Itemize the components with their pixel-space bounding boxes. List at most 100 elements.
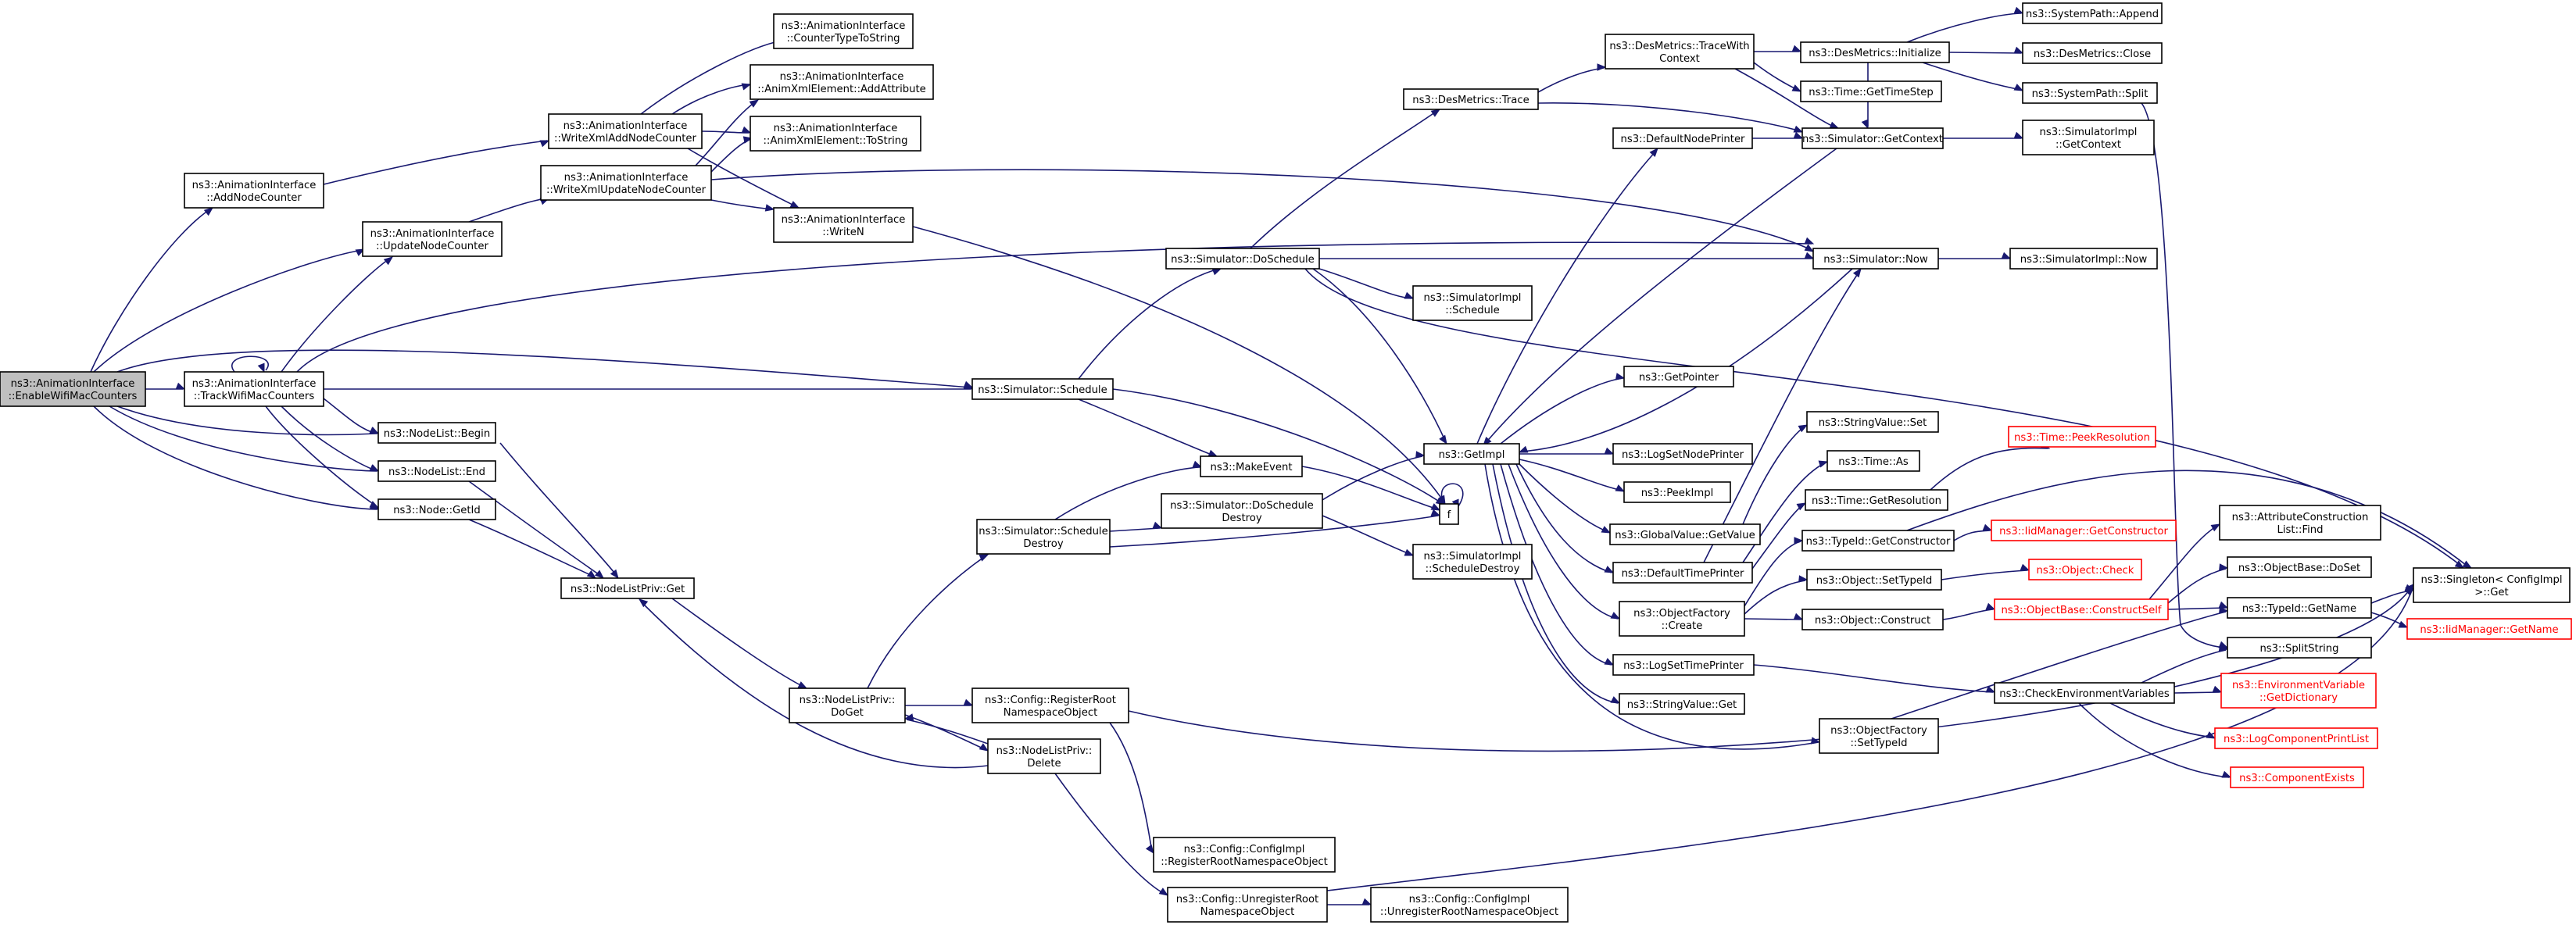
graph-node-systemPathAppend[interactable]: ns3::SystemPath::Append <box>2022 2 2163 24</box>
graph-node-defaultNodePrinter[interactable]: ns3::DefaultNodePrinter <box>1612 127 1753 149</box>
arrowhead <box>789 201 800 209</box>
graph-node-timeAs[interactable]: ns3::Time::As <box>1826 450 1920 472</box>
graph-node-writeXmlAdd[interactable]: ns3::AnimationInterface::WriteXmlAddNode… <box>548 113 703 149</box>
graph-node-configImplRegister[interactable]: ns3::Config::ConfigImpl::RegisterRootNam… <box>1153 837 1336 873</box>
edge-line <box>1508 463 1619 620</box>
graph-node-getImpl[interactable]: ns3::GetImpl <box>1423 443 1520 465</box>
graph-node-toString[interactable]: ns3::AnimationInterface::AnimXmlElement:… <box>750 116 921 152</box>
graph-node-simNow[interactable]: ns3::Simulator::Now <box>1812 248 1939 270</box>
graph-node-iidManagerGetConstructor[interactable]: ns3::IidManager::GetConstructor <box>1991 520 2177 541</box>
node-label: ns3::AnimationInterface <box>564 172 689 184</box>
graph-node-splitString[interactable]: ns3::SplitString <box>2227 637 2372 659</box>
node-box <box>1412 544 1533 580</box>
graph-node-objectBaseDoSet[interactable]: ns3::ObjectBase::DoSet <box>2227 556 2372 578</box>
graph-node-simScheduleDestroy[interactable]: ns3::Simulator::ScheduleDestroy <box>976 519 1111 555</box>
arrowhead <box>797 681 808 689</box>
node-box <box>1819 718 1939 754</box>
node-label: ::RegisterRootNamespaceObject <box>1161 856 1328 868</box>
graph-node-logSetNodePrinter[interactable]: ns3::LogSetNodePrinter <box>1612 443 1753 465</box>
node-label: ns3::NodeList::End <box>388 466 485 478</box>
node-label: ns3::GetPointer <box>1639 372 1719 384</box>
graph-node-envVarGetDictionary[interactable]: ns3::EnvironmentVariable::GetDictionary <box>2220 673 2377 709</box>
graph-node-systemPathSplit[interactable]: ns3::SystemPath::Split <box>2022 82 2158 104</box>
node-label: ns3::AnimationInterface <box>774 123 898 134</box>
graph-node-checkEnvVars[interactable]: ns3::CheckEnvironmentVariables <box>1994 682 2175 704</box>
graph-node-timeGetResolution[interactable]: ns3::Time::GetResolution <box>1805 489 1948 511</box>
graph-node-typeIdGetConstructor[interactable]: ns3::TypeId::GetConstructor <box>1801 530 1955 552</box>
graph-node-timePeekResolution[interactable]: ns3::Time::PeekResolution <box>2008 426 2156 448</box>
edge-line <box>1054 773 1167 895</box>
graph-node-simImplScheduleDestroy[interactable]: ns3::SimulatorImpl::ScheduleDestroy <box>1412 544 1533 580</box>
graph-node-peekImpl[interactable]: ns3::PeekImpl <box>1623 481 1731 503</box>
call-edge-getImpl-to-getPointer <box>1500 373 1626 445</box>
graph-node-configImplUnregister[interactable]: ns3::Config::ConfigImpl::UnregisterRootN… <box>1370 887 1569 923</box>
graph-node-addNodeCounter[interactable]: ns3::AnimationInterface::AddNodeCounter <box>184 173 324 209</box>
graph-node-trackWifi[interactable]: ns3::AnimationInterface::TrackWifiMacCou… <box>184 371 324 407</box>
graph-node-nodeListPrivGet[interactable]: ns3::NodeListPriv::Get <box>560 577 695 599</box>
graph-node-updateNodeCounter[interactable]: ns3::AnimationInterface::UpdateNodeCount… <box>362 221 503 257</box>
graph-node-nodeListPrivDelete[interactable]: ns3::NodeListPriv::Delete <box>987 738 1101 774</box>
node-label: ns3::SimulatorImpl <box>1424 551 1522 562</box>
graph-node-objectSetTypeId[interactable]: ns3::Object::SetTypeId <box>1806 569 1942 591</box>
graph-node-typeIdGetName[interactable]: ns3::TypeId::GetName <box>2227 597 2372 619</box>
arrowhead <box>1804 252 1815 259</box>
graph-node-nodeListPrivDoGet[interactable]: ns3::NodeListPriv::DoGet <box>789 688 906 723</box>
node-label: ns3::AnimationInterface <box>782 214 906 226</box>
call-edge-simDoSchedule-to-simNow <box>1319 252 1815 259</box>
graph-node-objectFactoryCreate[interactable]: ns3::ObjectFactory::Create <box>1619 601 1745 637</box>
graph-node-nodeListEnd[interactable]: ns3::NodeList::End <box>377 460 496 482</box>
graph-node-addAttribute[interactable]: ns3::AnimationInterface::AnimXmlElement:… <box>750 64 934 100</box>
graph-node-singletonGet[interactable]: ns3::Singleton< ConfigImpl>::Get <box>2413 567 2571 603</box>
graph-node-simImplGetContext[interactable]: ns3::SimulatorImpl::GetContext <box>2022 120 2155 155</box>
node-label: ns3::Object::Construct <box>1815 615 1930 627</box>
call-edge-root-to-addNodeCounter <box>90 207 214 373</box>
arrowhead <box>1601 526 1612 534</box>
graph-node-simDoSchedule[interactable]: ns3::Simulator::DoSchedule <box>1165 248 1320 270</box>
node-label: ns3::Config::RegisterRoot <box>985 695 1116 706</box>
graph-node-objectFactorySetTypeId[interactable]: ns3::ObjectFactory::SetTypeId <box>1819 718 1939 754</box>
graph-node-simImplSchedule[interactable]: ns3::SimulatorImpl::Schedule <box>1412 285 1533 321</box>
graph-node-getPointer[interactable]: ns3::GetPointer <box>1623 366 1734 388</box>
arrowhead <box>369 427 380 434</box>
graph-node-objectCheck[interactable]: ns3::Object::Check <box>2028 559 2142 580</box>
node-label: ns3::SystemPath::Split <box>2032 88 2148 100</box>
node-label: >::Get <box>2474 587 2508 598</box>
arrowhead <box>1192 460 1203 468</box>
graph-node-nodeGetId[interactable]: ns3::Node::GetId <box>377 498 496 520</box>
node-label: ::CounterTypeToString <box>786 33 900 45</box>
graph-node-makeEvent[interactable]: ns3::MakeEvent <box>1200 455 1303 477</box>
graph-node-objectConstruct[interactable]: ns3::Object::Construct <box>1801 609 1944 630</box>
graph-node-logComponentPrintList[interactable]: ns3::LogComponentPrintList <box>2214 727 2378 749</box>
graph-node-desMetricsClose[interactable]: ns3::DesMetrics::Close <box>2022 42 2163 64</box>
graph-node-logSetTimePrinter[interactable]: ns3::LogSetTimePrinter <box>1612 654 1755 676</box>
call-edge-updateNodeCounter-to-writeXmlUpdate <box>468 198 550 223</box>
call-edge-trackWifi-to-nodeListEnd <box>281 405 380 472</box>
graph-node-globalValueGetValue[interactable]: ns3::GlobalValue::GetValue <box>1609 523 1761 545</box>
arrowhead <box>610 569 619 580</box>
node-box <box>1812 248 1939 270</box>
graph-node-unregisterRootNs[interactable]: ns3::Config::UnregisterRootNamespaceObje… <box>1167 887 1328 923</box>
graph-node-defaultTimePrinter[interactable]: ns3::DefaultTimePrinter <box>1612 562 1753 584</box>
graph-node-timeGetTimeStep[interactable]: ns3::Time::GetTimeStep <box>1800 80 1942 102</box>
graph-node-stringValueGet[interactable]: ns3::StringValue::Get <box>1619 693 1745 715</box>
graph-node-simImplNow[interactable]: ns3::SimulatorImpl::Now <box>2009 248 2158 270</box>
graph-node-nodeListBegin[interactable]: ns3::NodeList::Begin <box>377 422 496 444</box>
graph-node-simGetContext[interactable]: ns3::Simulator::GetContext <box>1801 127 1944 149</box>
graph-node-desMetricsInit[interactable]: ns3::DesMetrics::Initialize <box>1800 41 1950 63</box>
graph-node-writeN[interactable]: ns3::AnimationInterface::WriteN <box>773 207 914 243</box>
graph-node-iidManagerGetName[interactable]: ns3::IidManager::GetName <box>2406 618 2572 640</box>
graph-node-f[interactable]: f <box>1439 503 1459 525</box>
graph-node-stringValueSet[interactable]: ns3::StringValue::Set <box>1806 411 1939 433</box>
graph-node-root[interactable]: ns3::AnimationInterface::EnableWifiMacCo… <box>0 371 146 407</box>
graph-node-componentExists[interactable]: ns3::ComponentExists <box>2230 766 2364 788</box>
graph-node-simSchedule[interactable]: ns3::Simulator::Schedule <box>971 378 1114 400</box>
graph-node-desMetricsTrace[interactable]: ns3::DesMetrics::Trace <box>1403 88 1539 110</box>
graph-node-counterTypeToString[interactable]: ns3::AnimationInterface::CounterTypeToSt… <box>773 13 914 49</box>
graph-node-objectBaseConstructSelf[interactable]: ns3::ObjectBase::ConstructSelf <box>1994 598 2169 620</box>
graph-node-writeXmlUpdate[interactable]: ns3::AnimationInterface::WriteXmlUpdateN… <box>540 165 712 201</box>
graph-node-registerRootNs[interactable]: ns3::Config::RegisterRootNamespaceObject <box>971 688 1129 723</box>
edge-line <box>1322 455 1423 501</box>
